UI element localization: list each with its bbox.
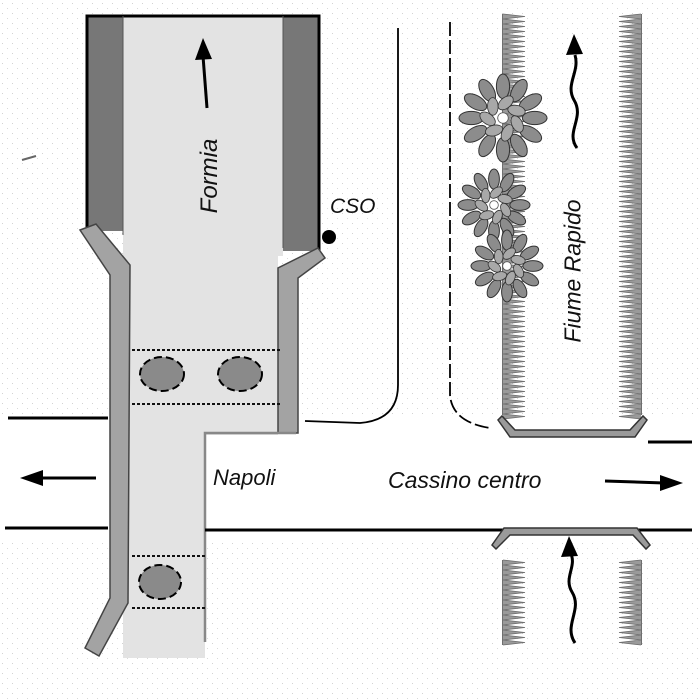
manhole-2 xyxy=(217,356,263,392)
culvert-outline-right xyxy=(203,431,296,642)
tree-icon xyxy=(458,73,548,163)
label-cassino-centro: Cassino centro xyxy=(388,467,542,493)
culvert-floor-upper xyxy=(123,250,278,435)
bridge-lower xyxy=(491,527,651,551)
wavy-arrow-up-icon xyxy=(566,34,583,149)
label-cso: CSO xyxy=(330,195,376,218)
arrow-left-icon xyxy=(20,470,96,486)
label-formia: Formia xyxy=(196,138,223,214)
stray-mark xyxy=(21,155,37,161)
wavy-arrow-up-icon xyxy=(561,536,578,644)
road-edge-top-river xyxy=(449,22,491,429)
manhole-1 xyxy=(139,356,185,392)
dot-icon xyxy=(322,230,336,244)
bridge-upper xyxy=(497,414,648,438)
tree-icon xyxy=(457,168,531,242)
channel-outline xyxy=(85,14,321,252)
arrow-up-icon xyxy=(195,38,212,109)
label-napoli: Napoli xyxy=(213,465,276,490)
culvert-wall-right xyxy=(277,247,327,434)
road-edge-top-mid xyxy=(304,28,399,424)
manhole-3 xyxy=(138,564,182,600)
culvert-wall-left xyxy=(78,223,131,658)
channel-left-wall xyxy=(87,16,123,231)
culvert xyxy=(78,223,327,658)
arrow-right-icon xyxy=(604,475,683,491)
tree-icon xyxy=(470,229,544,303)
ground-texture-right xyxy=(400,0,700,440)
label-fiume-rapido: Fiume Rapido xyxy=(559,199,586,343)
culvert-floor-lower xyxy=(123,430,205,658)
channel-right-wall xyxy=(283,16,319,251)
